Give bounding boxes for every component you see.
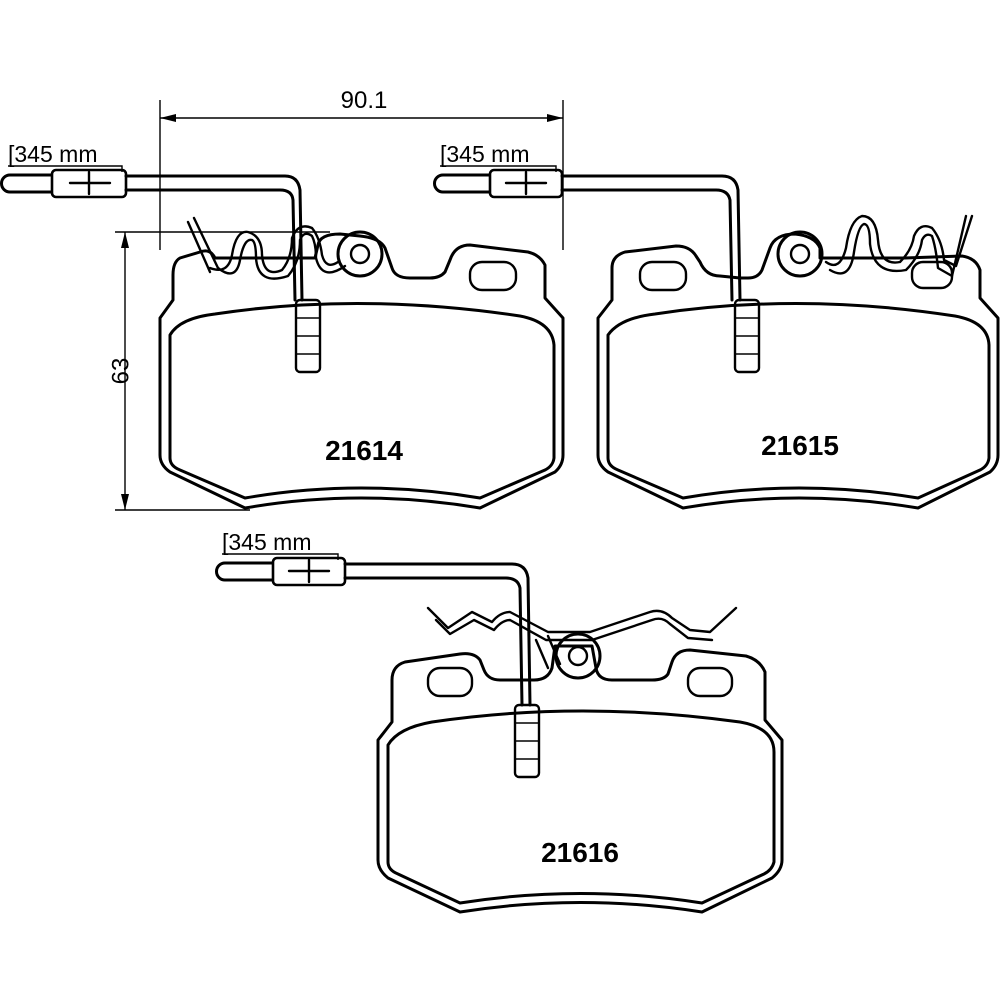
mounting-slot <box>468 260 518 292</box>
pivot-hole <box>349 243 371 265</box>
mounting-slot <box>426 666 474 698</box>
pivot-hole <box>567 645 589 667</box>
friction-material <box>386 709 776 905</box>
wear-sensor-wire: [345 mm <box>433 141 742 302</box>
brake-pad-21616: [345 mm 21616 <box>215 529 784 914</box>
wire-length-label: [345 mm <box>8 141 97 167</box>
backing-plate <box>596 232 1000 510</box>
height-dimension: 63 <box>107 231 330 511</box>
wire-length-label: [345 mm <box>222 529 311 555</box>
anti-rattle-spring <box>824 214 974 268</box>
friction-material <box>168 302 556 500</box>
part-number: 21614 <box>325 435 403 466</box>
backing-plate <box>158 232 565 510</box>
part-number: 21616 <box>541 837 619 868</box>
part-number: 21615 <box>761 430 839 461</box>
wear-sensor-wire: [345 mm <box>0 141 304 302</box>
anti-rattle-spring <box>426 606 738 634</box>
mounting-slot <box>638 260 688 292</box>
brake-pad-21614: [345 mm 21614 <box>0 141 565 510</box>
brake-pad-21615: [345 mm 21615 <box>433 141 1000 510</box>
anti-rattle-spring <box>186 216 340 274</box>
pivot-eye <box>776 230 824 278</box>
pivot-hole <box>789 243 811 265</box>
friction-material <box>606 302 991 500</box>
mounting-slot <box>686 666 734 698</box>
backing-plate <box>376 644 784 914</box>
mounting-slot <box>910 260 954 290</box>
width-dimension-label: 90.1 <box>341 87 388 114</box>
height-dimension-label: 63 <box>107 358 134 385</box>
wire-length-label: [345 mm <box>440 141 529 167</box>
wear-sensor-wire: [345 mm <box>215 529 532 707</box>
width-dimension: 90.1 <box>159 87 564 250</box>
pivot-eye <box>336 230 384 278</box>
